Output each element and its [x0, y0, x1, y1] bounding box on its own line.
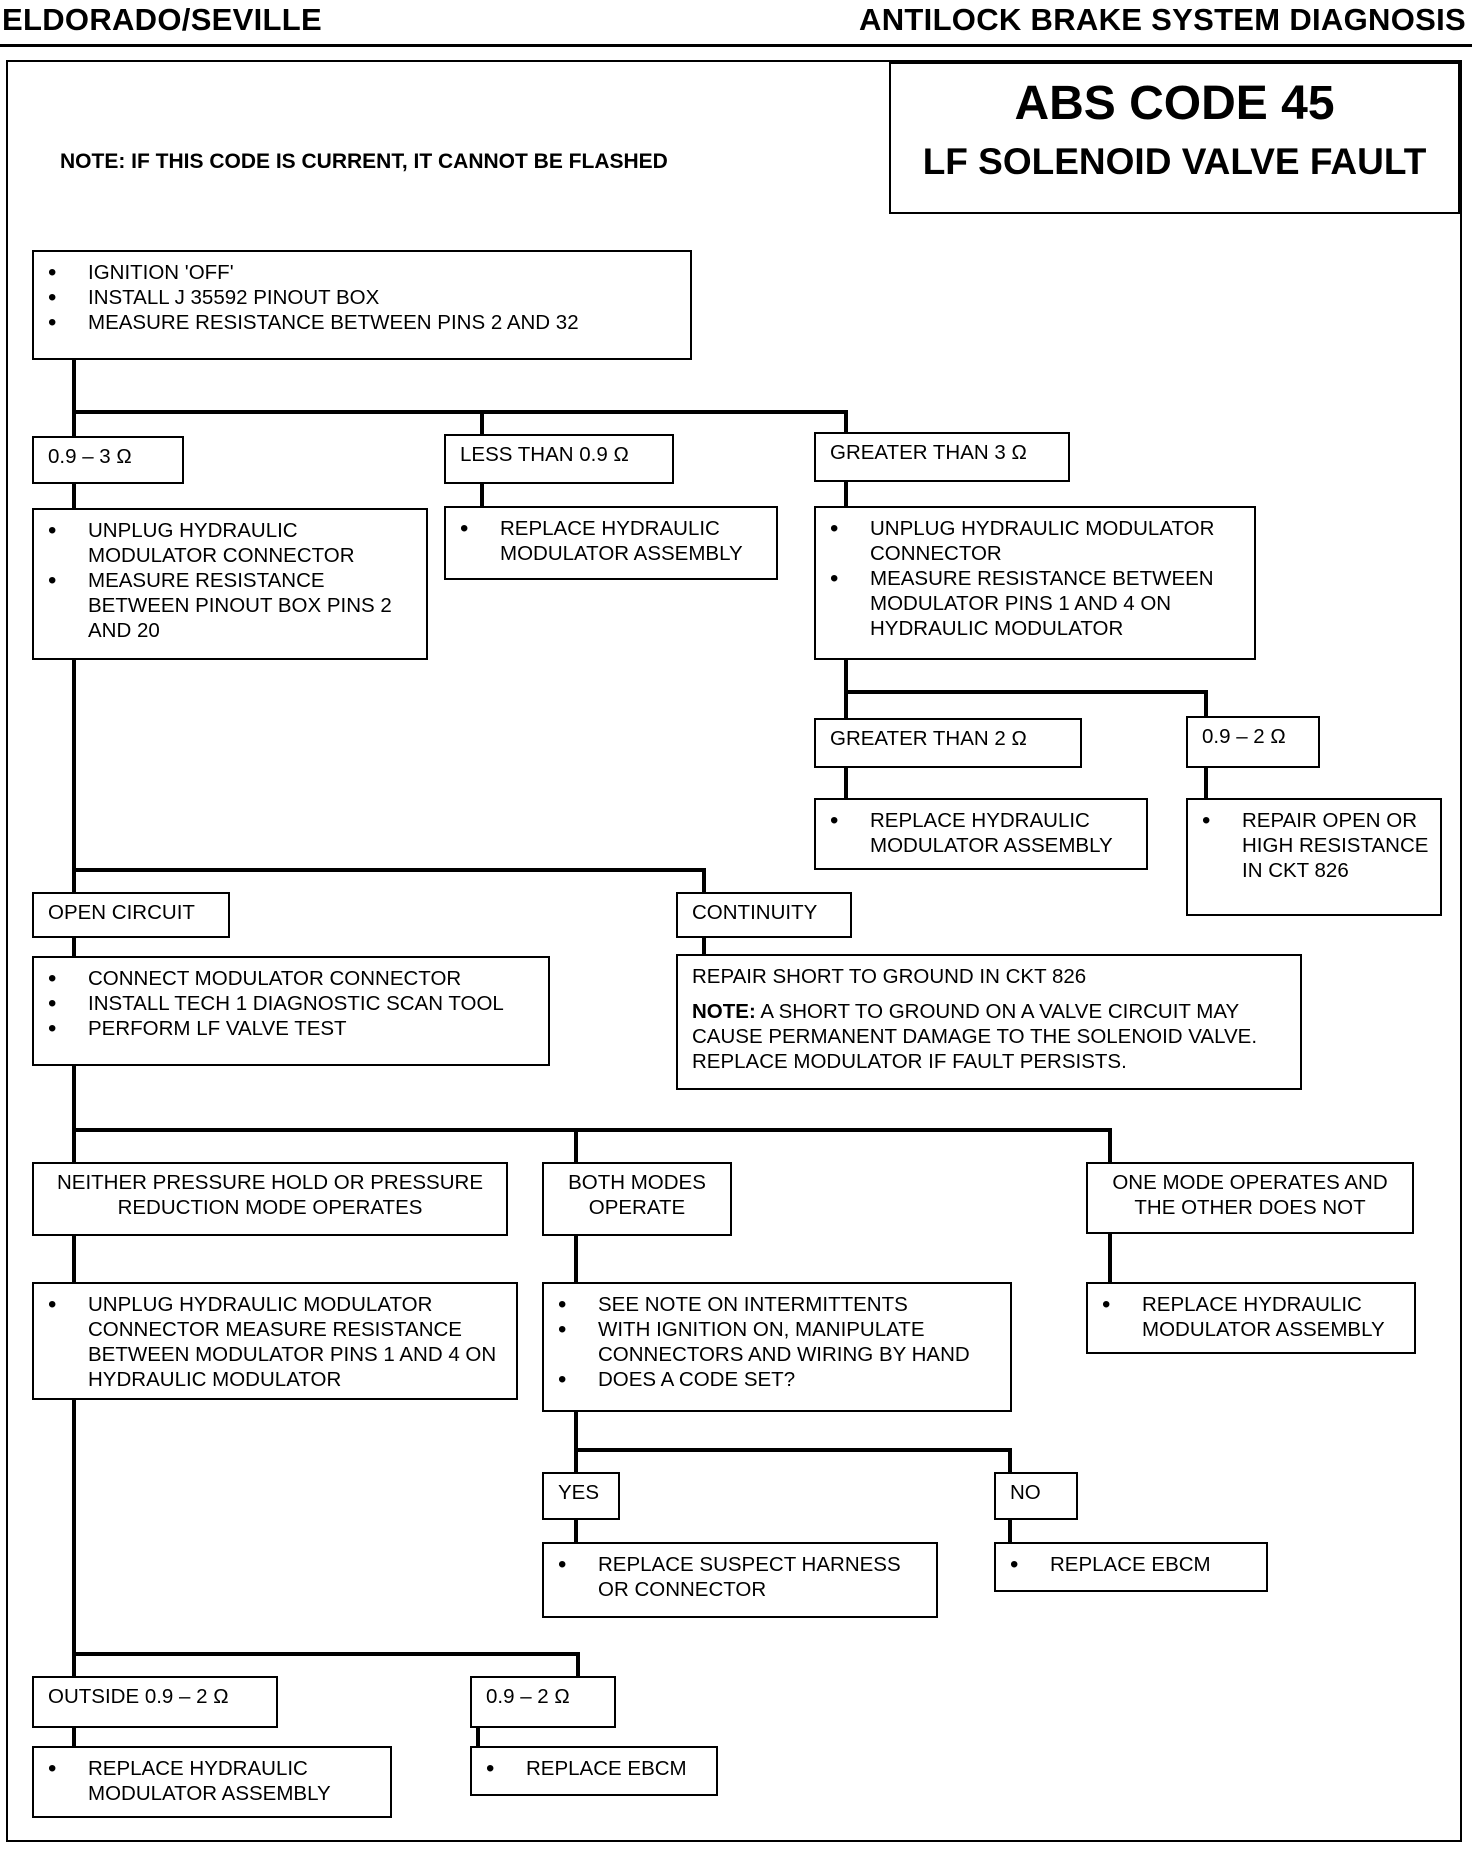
- branch3-drop-b: [702, 868, 706, 894]
- branch2-b-items: REPAIR OPEN OR HIGH RESISTANCE IN CKT 82…: [1186, 798, 1442, 916]
- branch5-no-label: NO: [994, 1472, 1078, 1520]
- branch5-no-items: REPLACE EBCM: [994, 1542, 1268, 1592]
- note-label: NOTE:: [692, 1000, 756, 1023]
- branch1-a-item: UNPLUG HYDRAULIC MODULATOR CONNECTOR: [48, 518, 416, 568]
- branch2-a-item: REPLACE HYDRAULIC MODULATOR ASSEMBLY: [830, 808, 1136, 858]
- branch5-yes-item: REPLACE SUSPECT HARNESS OR CONNECTOR: [558, 1552, 926, 1602]
- b2a-to-items: [844, 765, 848, 799]
- branch4-a-items: UNPLUG HYDRAULIC MODULATOR CONNECTOR MEA…: [32, 1282, 518, 1400]
- branch1-c-items: UNPLUG HYDRAULIC MODULATOR CONNECTOR MEA…: [814, 506, 1256, 660]
- branch2-drop-b: [1204, 690, 1208, 716]
- branch1-b-item: REPLACE HYDRAULIC MODULATOR ASSEMBLY: [460, 516, 766, 566]
- branch1-a-item: MEASURE RESISTANCE BETWEEN PINOUT BOX PI…: [48, 568, 416, 643]
- branch1-b-items: REPLACE HYDRAULIC MODULATOR ASSEMBLY: [444, 506, 778, 580]
- branch6-a-items: REPLACE HYDRAULIC MODULATOR ASSEMBLY: [32, 1746, 392, 1818]
- branch2-b-label: 0.9 – 2 Ω: [1186, 716, 1320, 768]
- branch3-a-items: CONNECT MODULATOR CONNECTOR INSTALL TECH…: [32, 956, 550, 1066]
- branch1-bar: [72, 410, 848, 414]
- branch5-drop-no: [1008, 1448, 1012, 1472]
- branch5-no-item: REPLACE EBCM: [1010, 1552, 1256, 1577]
- branch3-a-item: CONNECT MODULATOR CONNECTOR: [48, 966, 538, 991]
- b1b-to-items: [480, 480, 484, 510]
- branch2-a-label: GREATER THAN 2 Ω: [814, 718, 1082, 768]
- branch1-b-label: LESS THAN 0.9 Ω: [444, 434, 674, 484]
- branch4-a-label: NEITHER PRESSURE HOLD OR PRESSURE REDUCT…: [32, 1162, 508, 1236]
- branch5-stem: [574, 1410, 578, 1476]
- branch5-bar: [574, 1448, 1012, 1452]
- step1-item: INSTALL J 35592 PINOUT BOX: [48, 285, 680, 310]
- branch6-b-items: REPLACE EBCM: [470, 1746, 718, 1796]
- b6a-to-items: [72, 1726, 76, 1750]
- title-code: ABS CODE 45: [1014, 77, 1335, 130]
- b6b-to-items: [476, 1726, 480, 1750]
- branch3-a-label: OPEN CIRCUIT: [32, 892, 230, 938]
- branch3-a-item: INSTALL TECH 1 DIAGNOSTIC SCAN TOOL: [48, 991, 538, 1016]
- branch6-a-item: REPLACE HYDRAULIC MODULATOR ASSEMBLY: [48, 1756, 380, 1806]
- branch5-yes-label: YES: [542, 1472, 620, 1520]
- current-code-note: NOTE: IF THIS CODE IS CURRENT, IT CANNOT…: [60, 150, 668, 173]
- step1-item: MEASURE RESISTANCE BETWEEN PINS 2 AND 32: [48, 310, 680, 335]
- branch4-b-label: BOTH MODES OPERATE: [542, 1162, 732, 1236]
- branch4-a-item: UNPLUG HYDRAULIC MODULATOR CONNECTOR MEA…: [48, 1292, 506, 1392]
- branch1-c-item: MEASURE RESISTANCE BETWEEN MODULATOR PIN…: [830, 566, 1244, 641]
- title-box: ABS CODE 45 LF SOLENOID VALVE FAULT: [889, 62, 1460, 214]
- header-left-title: ELDORADO/SEVILLE: [2, 2, 322, 37]
- diagram-frame: [6, 60, 1462, 1842]
- branch4-b-items: SEE NOTE ON INTERMITTENTS WITH IGNITION …: [542, 1282, 1012, 1412]
- branch3-bar: [72, 868, 706, 872]
- branch6-b-label: 0.9 – 2 Ω: [470, 1676, 616, 1728]
- branch4-b-item: SEE NOTE ON INTERMITTENTS: [558, 1292, 1000, 1317]
- branch2-b-item: REPAIR OPEN OR HIGH RESISTANCE IN CKT 82…: [1202, 808, 1430, 883]
- branch4-c-label: ONE MODE OPERATES AND THE OTHER DOES NOT: [1086, 1162, 1414, 1234]
- branch3-a-item: PERFORM LF VALVE TEST: [48, 1016, 538, 1041]
- branch4-drop-c: [1108, 1128, 1112, 1162]
- branch1-drop-b: [480, 410, 484, 448]
- title-subtitle: LF SOLENOID VALVE FAULT: [922, 141, 1427, 182]
- branch6-drop-b: [576, 1652, 580, 1676]
- branch3-b-text-box: REPAIR SHORT TO GROUND IN CKT 826 NOTE: …: [676, 954, 1302, 1090]
- note-text: A SHORT TO GROUND ON A VALVE CIRCUIT MAY…: [692, 1000, 1258, 1073]
- branch3-b-note: NOTE: A SHORT TO GROUND ON A VALVE CIRCU…: [678, 989, 1300, 1074]
- branch1-drop-a: [72, 410, 76, 442]
- branch1-drop-c: [844, 410, 848, 448]
- header-right-title: ANTILOCK BRAKE SYSTEM DIAGNOSIS: [859, 2, 1466, 37]
- branch1-c-item: UNPLUG HYDRAULIC MODULATOR CONNECTOR: [830, 516, 1244, 566]
- branch3-b-text: REPAIR SHORT TO GROUND IN CKT 826: [692, 965, 1087, 988]
- b3b-to-text: [702, 934, 706, 956]
- branch4-c-item: REPLACE HYDRAULIC MODULATOR ASSEMBLY: [1102, 1292, 1404, 1342]
- branch5-yes-items: REPLACE SUSPECT HARNESS OR CONNECTOR: [542, 1542, 938, 1618]
- branch2-a-items: REPLACE HYDRAULIC MODULATOR ASSEMBLY: [814, 798, 1148, 870]
- branch4-b-item: WITH IGNITION ON, MANIPULATE CONNECTORS …: [558, 1317, 1000, 1367]
- branch2-bar: [844, 690, 1208, 694]
- branch4-b-item: DOES A CODE SET?: [558, 1367, 1000, 1392]
- yes-to-items: [574, 1512, 578, 1542]
- b4c-to-items: [1108, 1232, 1112, 1282]
- branch6-b-item: REPLACE EBCM: [486, 1756, 706, 1781]
- step1-box: IGNITION 'OFF' INSTALL J 35592 PINOUT BO…: [32, 250, 692, 360]
- branch1-a-label: 0.9 – 3 Ω: [32, 436, 184, 484]
- b2b-to-items: [1204, 765, 1208, 799]
- b4b-to-items: [574, 1232, 578, 1282]
- branch6-bar: [72, 1652, 580, 1656]
- no-to-items: [1008, 1512, 1012, 1542]
- branch2-stem: [844, 657, 848, 739]
- step1-item: IGNITION 'OFF': [48, 260, 680, 285]
- branch4-c-items: REPLACE HYDRAULIC MODULATOR ASSEMBLY: [1086, 1282, 1416, 1354]
- branch1-a-items: UNPLUG HYDRAULIC MODULATOR CONNECTOR MEA…: [32, 508, 428, 660]
- branch6-a-label: OUTSIDE 0.9 – 2 Ω: [32, 1676, 278, 1728]
- b1c-to-items: [844, 480, 848, 510]
- branch3-b-label: CONTINUITY: [676, 892, 852, 938]
- branch4-drop-b: [574, 1128, 578, 1162]
- header-rule: [0, 44, 1472, 47]
- branch1-c-label: GREATER THAN 3 Ω: [814, 432, 1070, 482]
- branch4-bar: [72, 1128, 1112, 1132]
